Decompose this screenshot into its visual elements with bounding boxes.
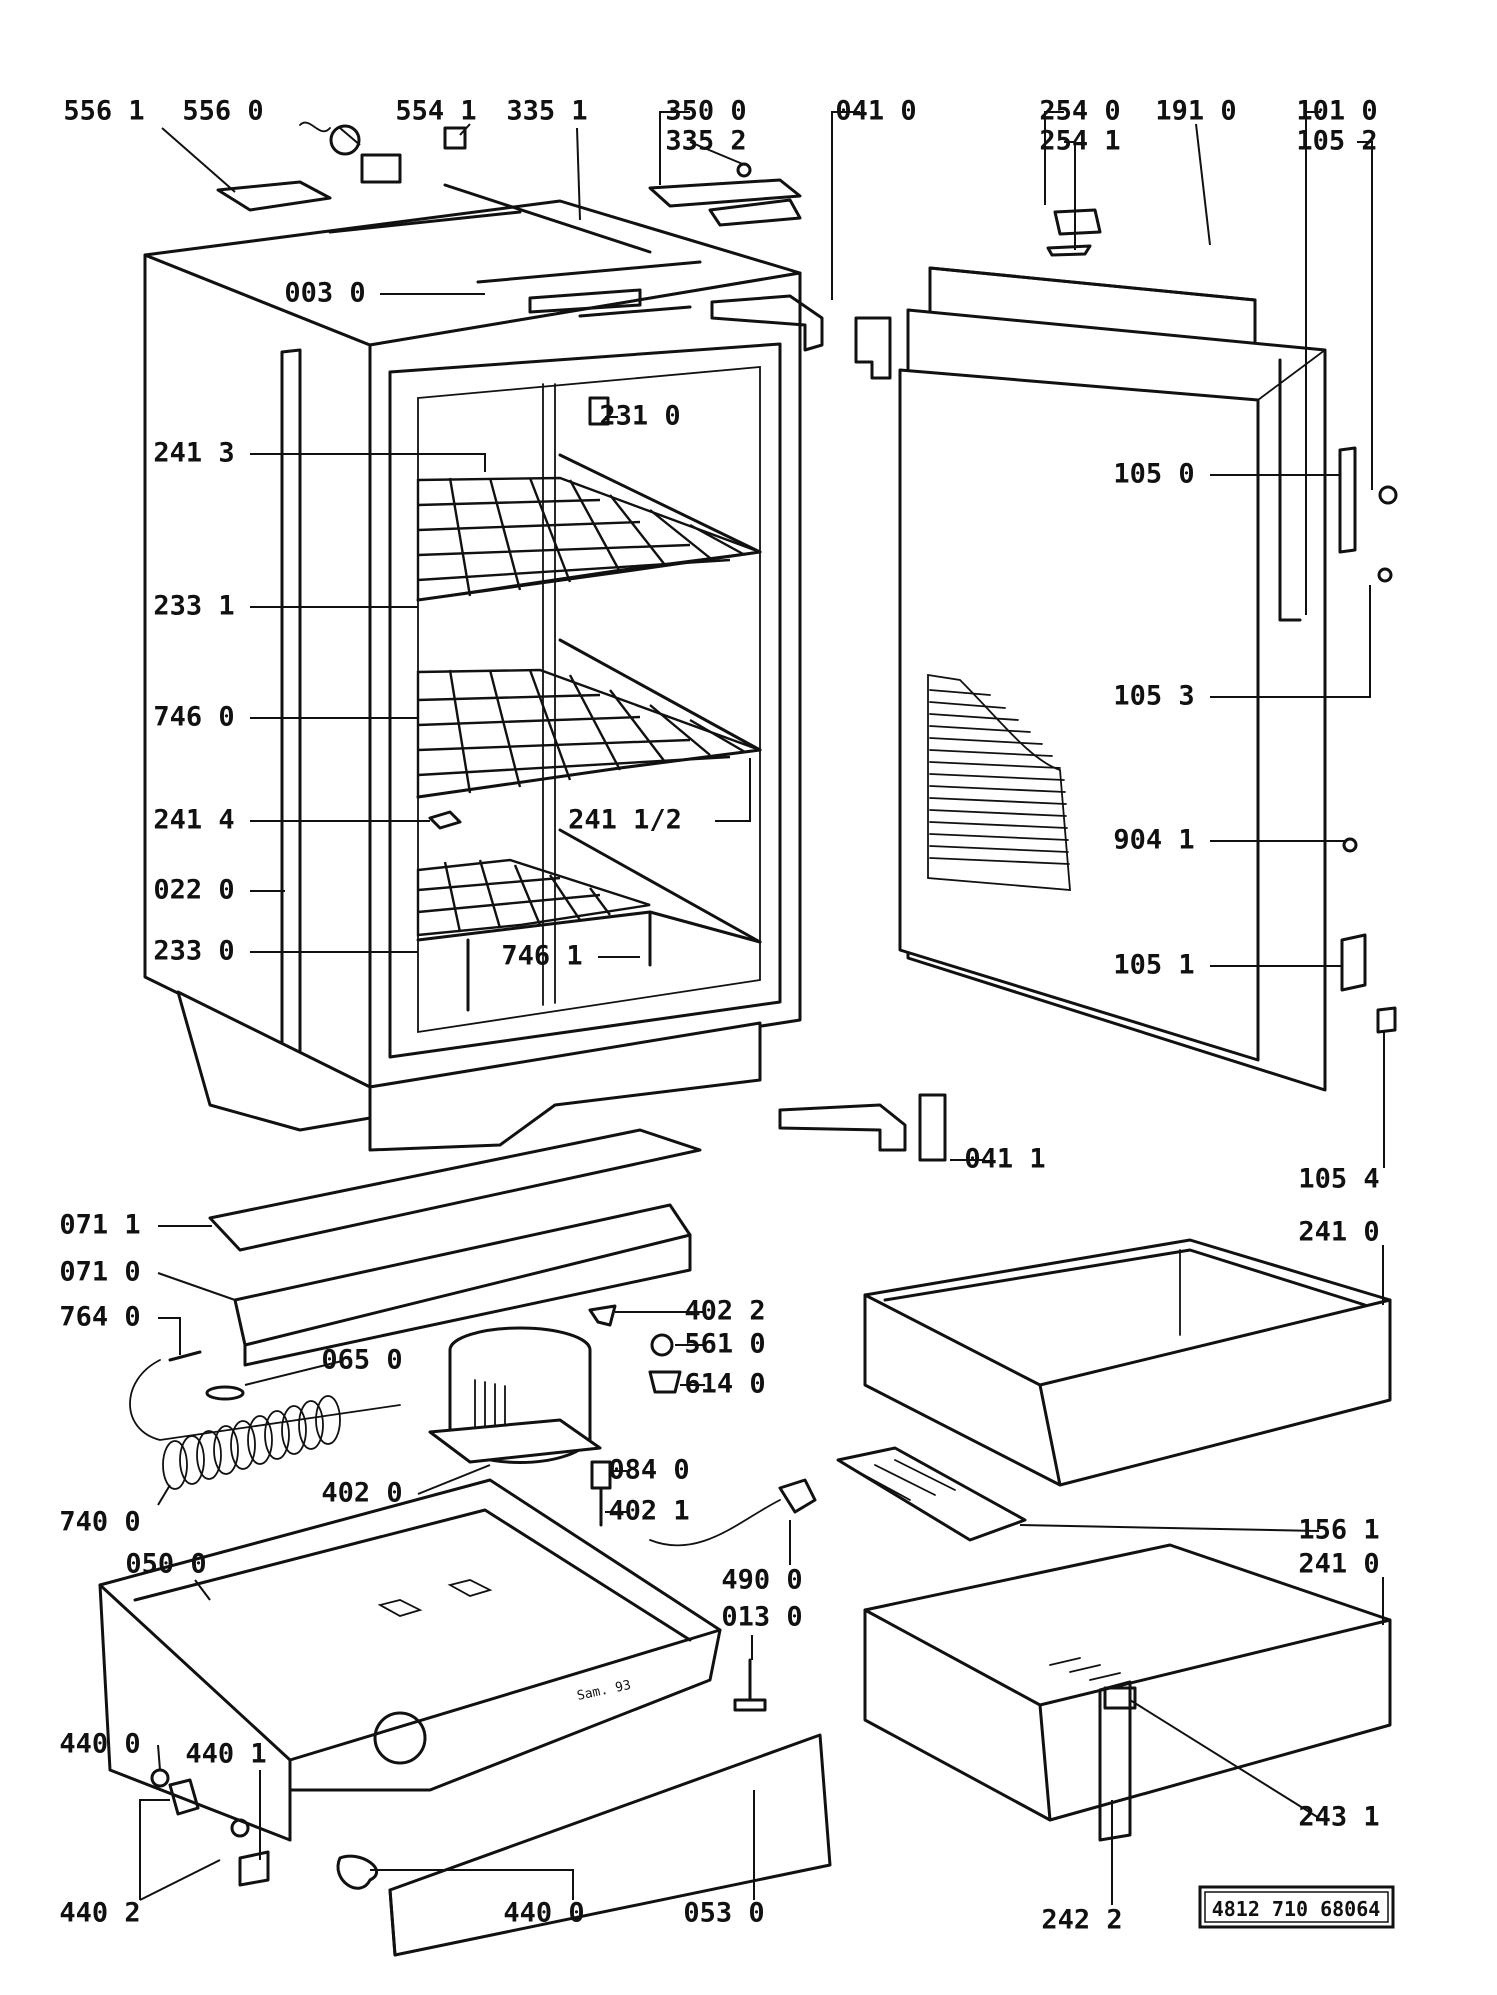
label-lower-door-stop: 105 1 [1113,950,1194,981]
label-kick-plate: 053 0 [683,1898,764,1929]
label-fan-blade: 440 0 [503,1898,584,1929]
label-ice-tray: 156 1 [1298,1515,1379,1546]
label-handle-base: 254 1 [1039,126,1120,157]
label-thermostat: 556 0 [182,96,263,127]
front-strips [208,1128,702,1367]
label-shelf-clip: 241 4 [153,805,234,836]
label-leveling-foot: 013 0 [721,1602,802,1633]
label-lower-shelf-front: 746 1 [501,941,582,972]
label-control-knob: 335 2 [665,126,746,157]
label-door-gasket: 191 0 [1155,96,1236,127]
label-overload: 614 0 [684,1369,765,1400]
label-drawer-front-label: 242 2 [1041,1905,1122,1936]
label-drier: 764 0 [59,1302,140,1333]
label-drawer: 241 0 [1298,1217,1379,1248]
label-front-channel: 071 0 [59,1257,140,1288]
label-middle-shelf: 746 0 [153,702,234,733]
label-thermostat-cover: 556 1 [63,96,144,127]
label-top-hinge: 041 0 [835,96,916,127]
drawers-drawing [836,1238,1392,1842]
label-thermostat-clip: 554 1 [395,96,476,127]
compressor-group [129,1304,817,1712]
label-bottom-hinge: 041 1 [964,1144,1045,1175]
label-handle: 254 0 [1039,96,1120,127]
label-grommet: 084 0 [608,1455,689,1486]
label-mains-cable: 490 0 [721,1565,802,1596]
drawing-number-box: 4812 710 68064 [1198,1885,1395,1929]
label-front-strip: 071 1 [59,1210,140,1241]
label-door-cap: 904 1 [1113,825,1194,856]
label-top-rail: 335 1 [506,96,587,127]
label-lamp-switch: 231 0 [599,401,680,432]
label-control-panel: 350 0 [665,96,746,127]
label-shelf-rail: 241 1/2 [568,805,682,836]
label-fan-mount: 440 2 [59,1898,140,1929]
cabinet-drawing [143,183,892,1152]
label-compressor: 402 0 [321,1478,402,1509]
drawing-number: 4812 710 68064 [1212,1897,1381,1921]
label-fan-motor: 440 0 [59,1729,140,1760]
label-drawer: 241 0 [1298,1549,1379,1580]
label-door-stop: 105 0 [1113,459,1194,490]
label-door-outer: 101 0 [1296,96,1377,127]
label-mount-pin: 402 1 [608,1496,689,1527]
label-shelf-support: 241 3 [153,438,234,469]
label-top-bracket: 003 0 [284,278,365,309]
label-lower-shelf: 233 0 [153,936,234,967]
label-door-stop-knob: 105 2 [1296,126,1377,157]
label-condenser: 740 0 [59,1507,140,1538]
label-relay: 561 0 [684,1329,765,1360]
label-compressor-clip: 402 2 [684,1296,765,1327]
label-lower-door-knob: 105 4 [1298,1164,1379,1195]
leader-lines [139,111,1385,1905]
label-fan-bracket: 440 1 [185,1739,266,1770]
label-door-screw: 105 3 [1113,681,1194,712]
door-drawing [778,266,1398,1162]
base-frame-drawing [98,1478,832,1957]
label-base-frame: 050 0 [125,1549,206,1580]
label-cabinet-strip: 022 0 [153,875,234,906]
label-drawer-label: 243 1 [1298,1802,1379,1833]
label-upper-shelf: 233 1 [153,591,234,622]
label-capillary: 065 0 [321,1345,402,1376]
